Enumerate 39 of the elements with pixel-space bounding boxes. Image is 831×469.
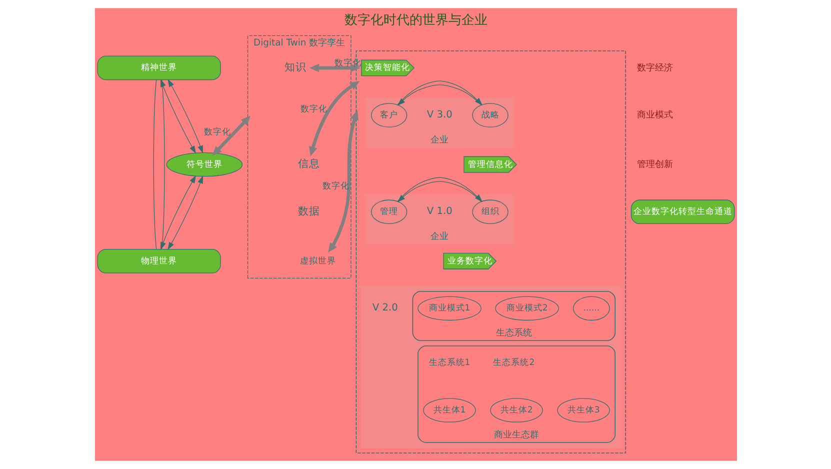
arrow (308, 80, 360, 156)
node-ellipse: 客户 (370, 103, 407, 128)
node-ellipse: ...... (572, 296, 610, 321)
node-text: 知识 (284, 61, 306, 74)
node-box: 企业数字化转型生命通道 (630, 200, 734, 224)
node-text: 数据 (297, 205, 320, 218)
label: 商业模式 (636, 110, 673, 121)
node-ellipse: 共生体2 (490, 398, 542, 422)
label: 生态系统2 (492, 358, 534, 368)
arrow (212, 116, 250, 156)
connector (152, 80, 156, 250)
cluster (360, 286, 620, 448)
node-label: V 3.0 (426, 110, 452, 121)
node-ellipse: 管理 (370, 200, 407, 224)
node-box: 精神世界 (96, 56, 220, 80)
edge-label: 数字化 (204, 127, 231, 138)
diagram-title: 数字化时代的世界与企业 (344, 12, 487, 28)
node-box: 物理世界 (96, 248, 220, 274)
node-label: V 2.0 (372, 302, 398, 314)
node-ellipse: 战略 (472, 103, 508, 128)
node-text: 虚拟世界 (300, 256, 336, 266)
arrow (167, 79, 203, 154)
arrow (327, 110, 358, 253)
edge-label: 数字化 (334, 58, 361, 69)
node-ellipse: 组织 (472, 200, 508, 224)
arrow (160, 175, 196, 250)
edge-label: 数字化 (300, 104, 328, 114)
node-ellipse: 商业模式1 (417, 296, 481, 321)
label: 管理创新 (636, 158, 673, 170)
node-label: V 1.0 (426, 206, 452, 218)
node-ellipse: 符号世界 (166, 152, 242, 177)
arrow (308, 64, 360, 72)
arrow (167, 176, 203, 250)
node-text: 信息 (297, 158, 320, 170)
node-ellipse: 商业模式2 (494, 296, 558, 321)
label: 生态系统1 (428, 358, 470, 368)
node-ellipse: 共生体1 (422, 398, 476, 422)
node-ellipse: 共生体3 (556, 398, 610, 422)
label: 数字经济 (636, 62, 673, 74)
